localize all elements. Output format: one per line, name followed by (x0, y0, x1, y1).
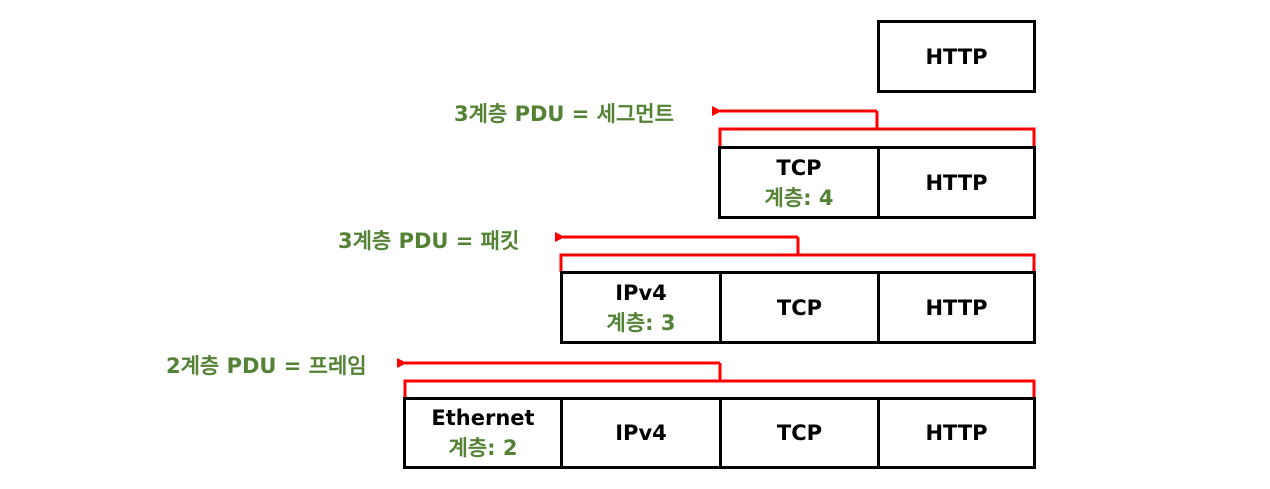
tcp-layer-box: TCP 계층: 4 (718, 146, 880, 219)
packet-bracket (559, 237, 1036, 272)
frame-pdu-label: 2계층 PDU = 프레임 (166, 354, 367, 378)
protocol-name: TCP (776, 421, 823, 445)
ipv4-layer-box: IPv4 계층: 3 (560, 271, 722, 344)
layer-number: 계층: 4 (764, 185, 834, 210)
segment-pdu-label: 3계층 PDU = 세그먼트 (454, 102, 674, 126)
tcp-layer-box: TCP (722, 271, 880, 344)
http-layer-box: HTTP (880, 146, 1036, 219)
protocol-name: HTTP (925, 44, 988, 69)
segment-bracket (718, 111, 1036, 146)
protocol-name: IPv4 (615, 421, 667, 445)
protocol-name: HTTP (925, 421, 988, 445)
protocol-name: HTTP (925, 295, 988, 320)
layer-number: 계층: 3 (606, 310, 676, 335)
http-layer-box: HTTP (880, 397, 1036, 469)
frame-bracket (403, 363, 1036, 397)
ipv4-layer-box: IPv4 (563, 397, 722, 469)
packet-pdu-label: 3계층 PDU = 패킷 (338, 229, 520, 253)
protocol-name: TCP (776, 295, 823, 320)
http-layer-box: HTTP (877, 20, 1036, 93)
protocol-name: TCP (776, 155, 822, 180)
protocol-name: HTTP (925, 170, 988, 195)
layer-number: 계층: 2 (448, 436, 518, 460)
ethernet-layer-box: Ethernet 계층: 2 (403, 397, 563, 469)
tcp-layer-box: TCP (722, 397, 880, 469)
protocol-name: Ethernet (431, 406, 535, 430)
protocol-name: IPv4 (615, 280, 667, 305)
http-layer-box: HTTP (880, 271, 1036, 344)
